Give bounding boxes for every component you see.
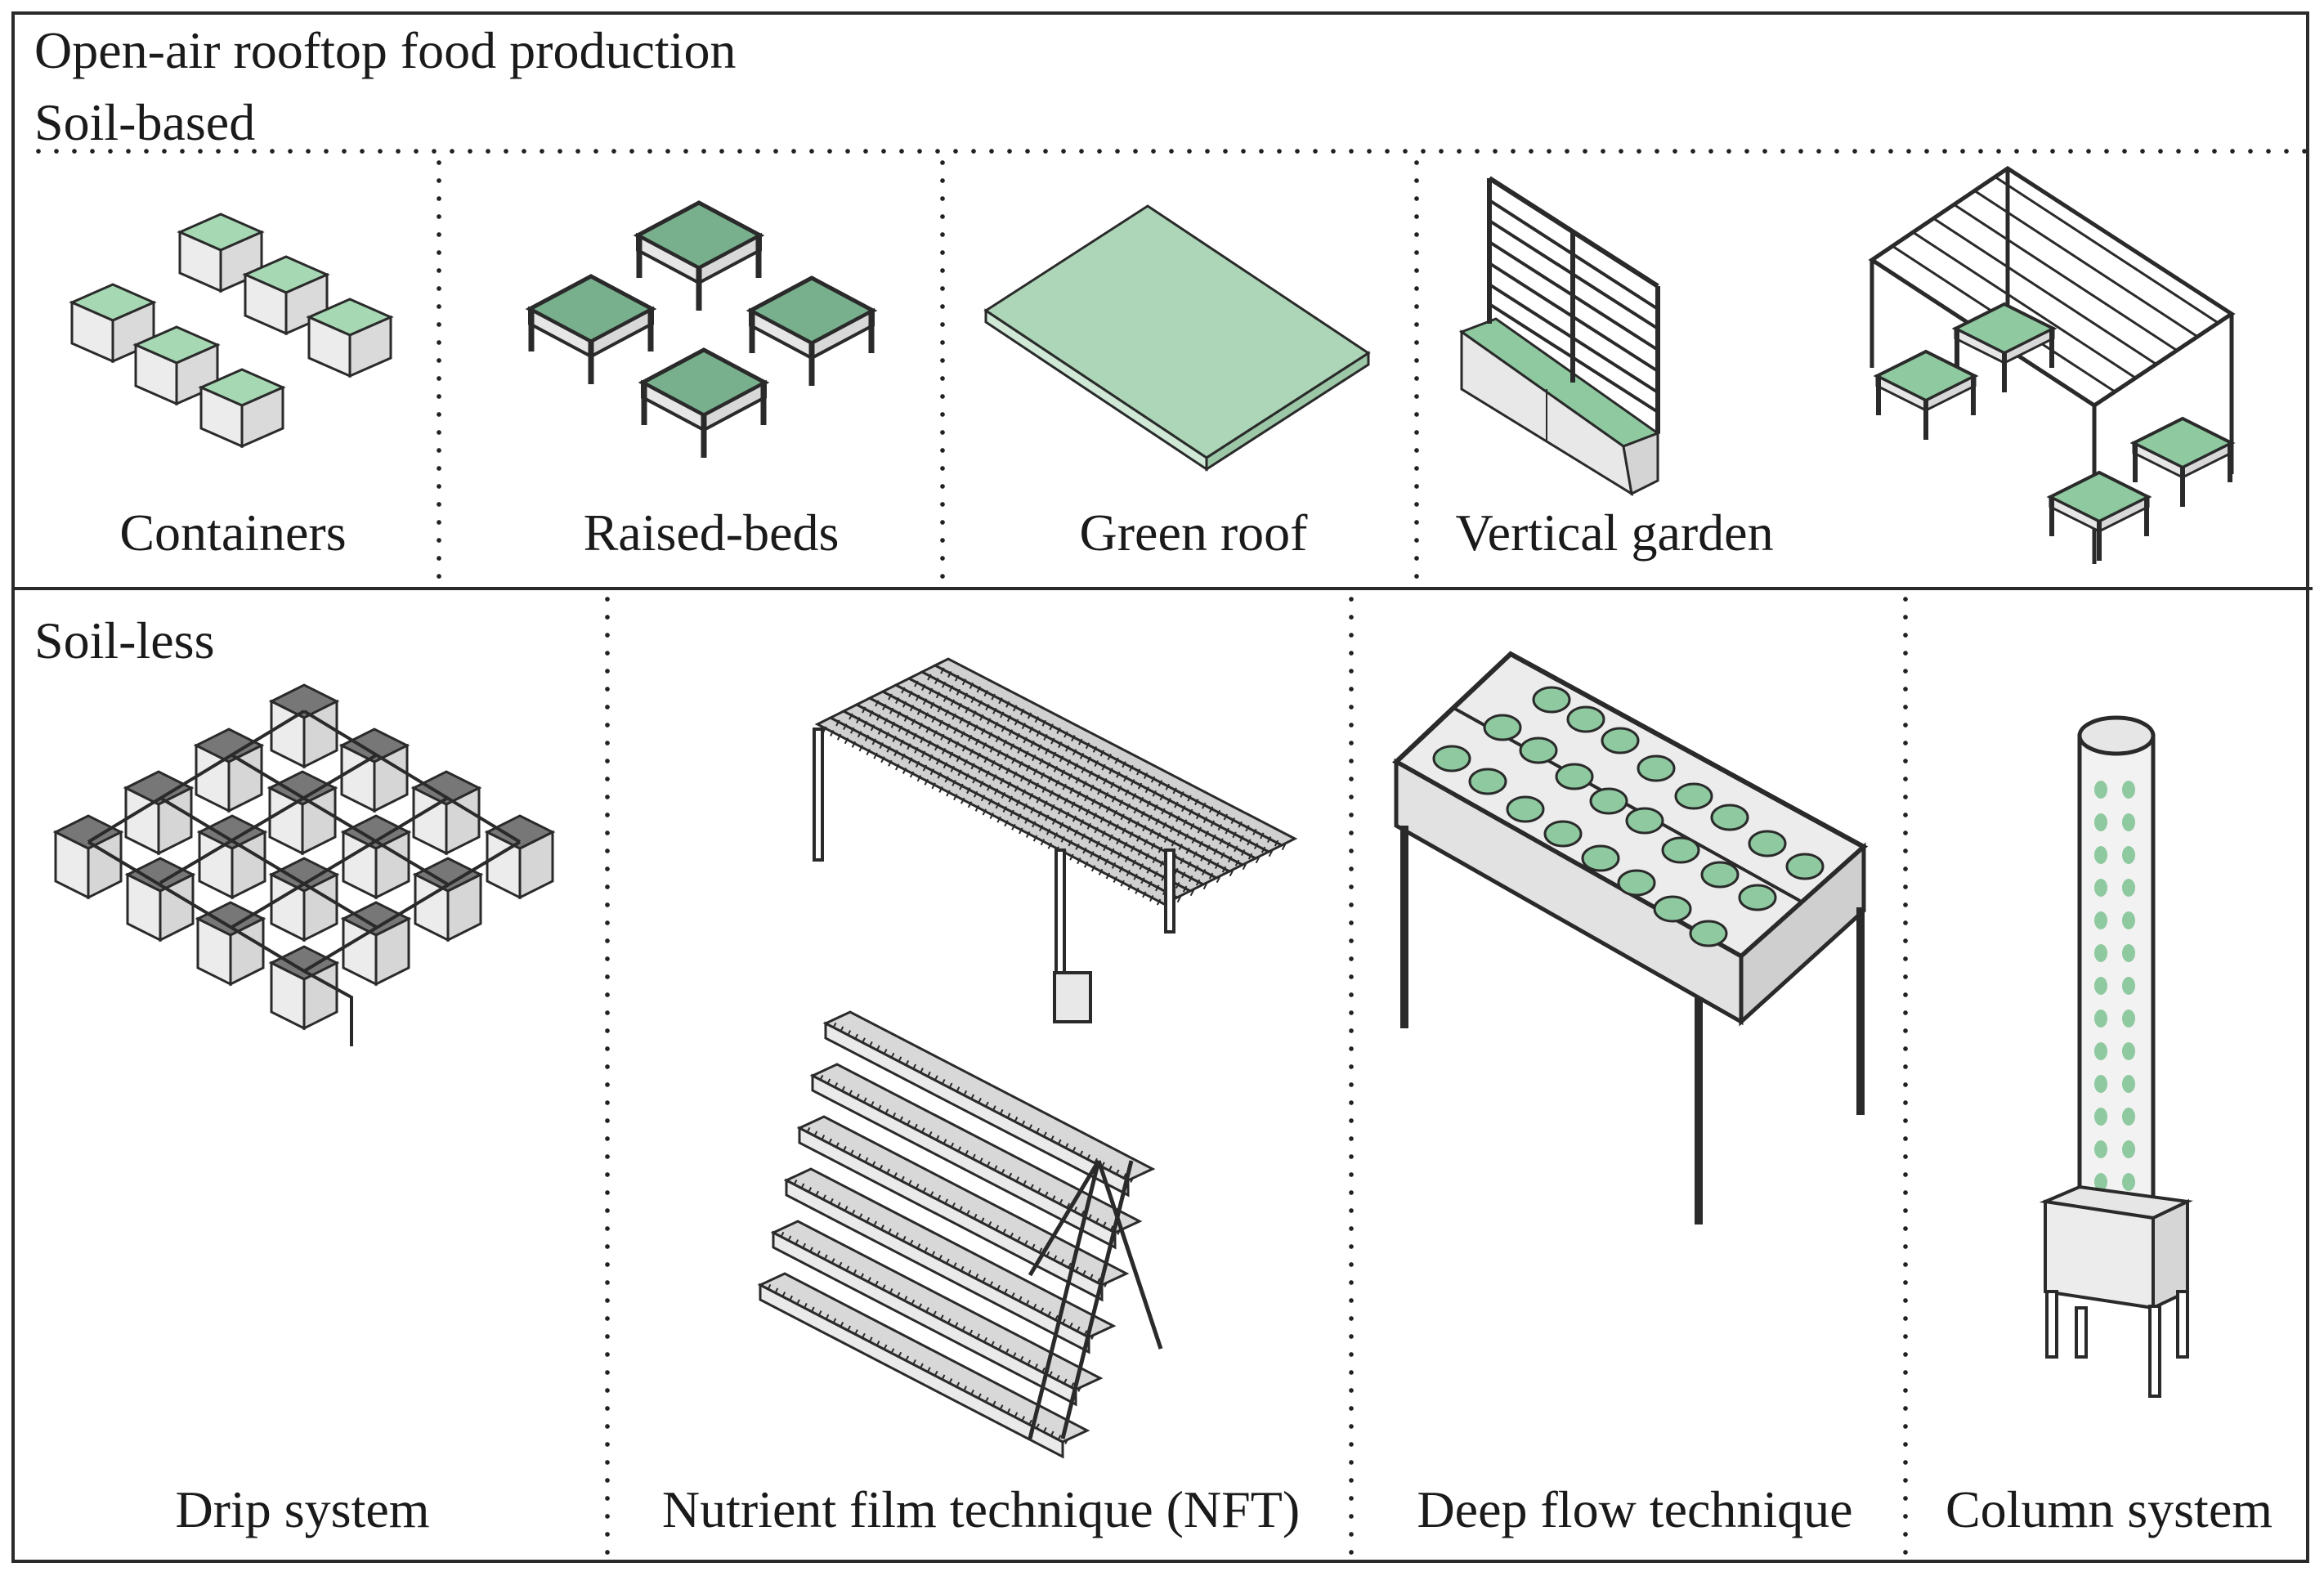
column-divider xyxy=(437,154,441,587)
column-divider xyxy=(605,590,610,1563)
drip-system-icon xyxy=(54,683,554,1046)
label-nft: Nutrient film technique (NFT) xyxy=(661,1480,1301,1538)
figure-title: Open-air rooftop food production xyxy=(34,21,737,79)
label-green-roof: Green roof xyxy=(1079,504,1308,562)
nft-icon xyxy=(760,659,1295,1457)
label-column-system: Column system xyxy=(1945,1480,2273,1538)
section-heading-soil-based: Soil-based xyxy=(34,93,256,151)
section-heading-soil-less: Soil-less xyxy=(34,611,215,669)
column-system-icon xyxy=(2039,715,2193,1398)
pergola-icon xyxy=(1868,166,2236,564)
figure-frame xyxy=(11,11,2309,1563)
vertical-garden-icon xyxy=(1458,176,1661,497)
label-raised-beds: Raised-beds xyxy=(583,504,840,562)
column-divider xyxy=(940,154,945,587)
label-drip-system: Drip system xyxy=(175,1480,430,1538)
label-containers: Containers xyxy=(119,504,347,562)
label-vertical-garden: Vertical garden xyxy=(1455,504,1774,562)
green-roof-icon xyxy=(983,204,1371,472)
header-dotted-divider xyxy=(29,149,2310,154)
label-deep-flow: Deep flow technique xyxy=(1417,1480,1853,1538)
column-divider xyxy=(1903,590,1908,1563)
deep-flow-icon xyxy=(1391,651,1869,1225)
containers-icon xyxy=(70,213,392,448)
section-divider xyxy=(11,587,2313,590)
column-divider xyxy=(1414,154,1419,587)
column-divider xyxy=(1349,590,1354,1563)
raised-beds-icon xyxy=(530,203,873,458)
